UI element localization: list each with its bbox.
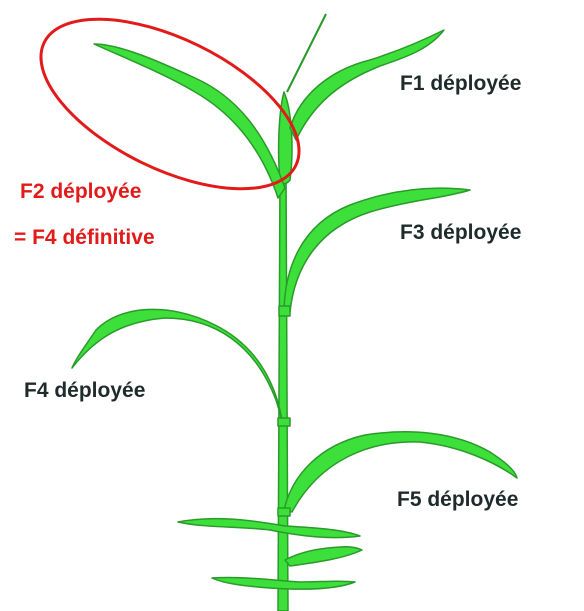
leaf-f5: [283, 431, 518, 513]
node-3: [277, 507, 291, 517]
leaf-f1: [289, 29, 445, 141]
node-2: [277, 417, 291, 427]
label-f1: F1 déployée: [400, 72, 522, 95]
leaf-f2: [93, 43, 286, 199]
label-f3: F3 déployée: [400, 221, 522, 244]
label-f2-line2: = F4 définitive: [14, 226, 155, 249]
label-f4: F4 déployée: [24, 379, 146, 402]
young-leaf-3: [211, 576, 356, 590]
leaf-f4: [71, 308, 283, 421]
label-f5: F5 déployée: [397, 488, 519, 511]
young-leaf-2: [284, 546, 363, 567]
label-f2-line1: F2 déployée: [20, 180, 142, 203]
young-leaf-1: [177, 517, 361, 539]
leaf-f3: [283, 187, 471, 313]
stem: [277, 169, 289, 611]
leaf-tip: [286, 13, 327, 93]
highlight-ellipse: [39, 17, 301, 191]
node-1: [278, 305, 291, 317]
